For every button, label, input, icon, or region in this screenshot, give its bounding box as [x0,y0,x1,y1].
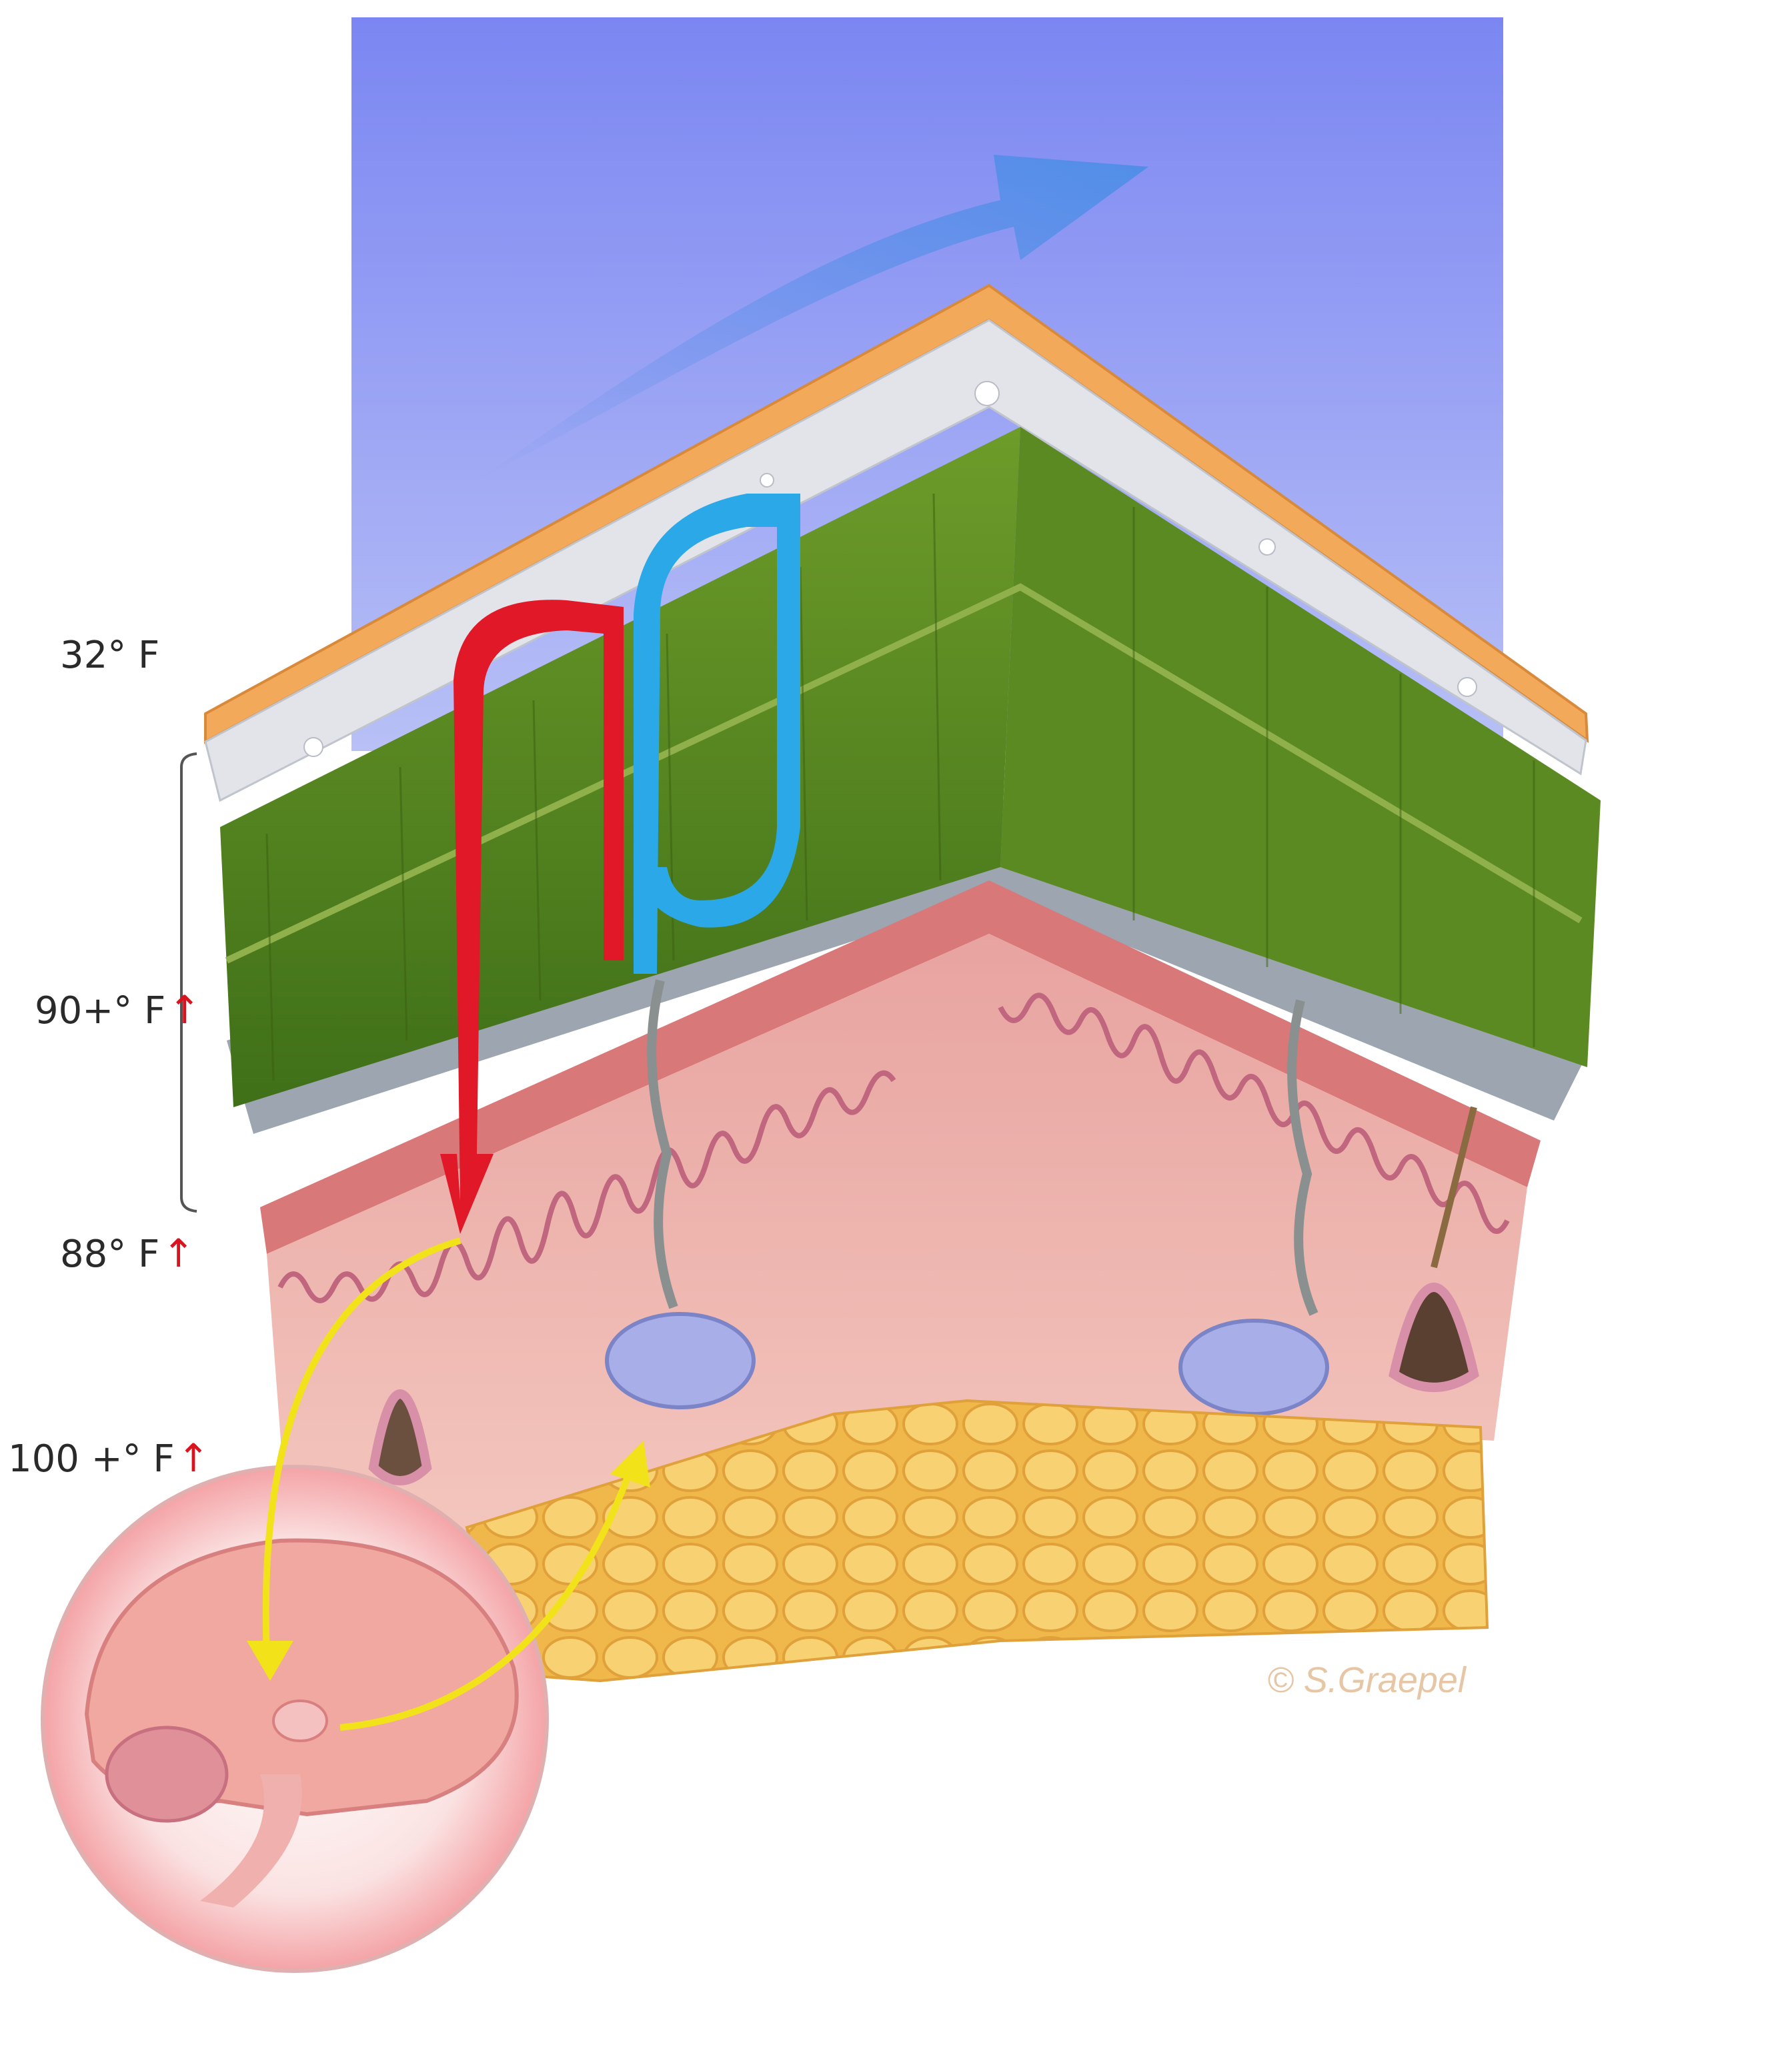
skin-epidermis [260,880,1541,1254]
insulation-temp-label: 90+° F↑ [35,987,201,1033]
insulation-bracket [180,752,197,1213]
outer-temp-label: 32° F [60,634,159,677]
warm-blood-flow-arrow [440,600,624,1234]
rising-arrow-icon: ↑ [168,987,201,1033]
hypothalamus [272,1699,328,1742]
core-temp-label: 100 +° F↑ [8,1435,209,1481]
sweat-gland [605,979,756,1409]
rising-arrow-icon: ↑ [177,1435,210,1481]
dermal-papillae-right [998,992,1510,1234]
hair-shaft [1431,1106,1477,1269]
arrowhead-icon [610,1441,650,1487]
temp-text: 32° F [60,634,160,677]
sweat-gland [1178,999,1329,1416]
wind-arrow [478,155,1148,480]
fur-seam [225,583,1583,964]
brain-cerebellum [105,1726,229,1823]
nerve-signal-arrow-to-gland [339,1459,637,1731]
arrowhead-icon [247,1641,293,1681]
skin-temp-label: 88° F↑ [60,1231,195,1276]
nerve-signal-arrow-to-brain [262,1237,462,1655]
brain-stem [200,1774,302,1908]
temp-text: 90+° F [35,989,166,1033]
temp-text: 88° F [60,1233,160,1276]
insulation-fur-layer-right [1000,427,1601,1067]
artist-credit: © S.Graepel [1267,1660,1466,1700]
fur-texture [265,493,1535,1081]
rising-arrow-icon: ↑ [162,1231,195,1276]
hair-follicle [368,1389,432,1485]
frost-layer [204,319,1587,802]
temp-text: 100 +° F [8,1437,175,1481]
hair-follicle [1389,1283,1479,1392]
cool-blood-flow-arrow [634,494,800,974]
